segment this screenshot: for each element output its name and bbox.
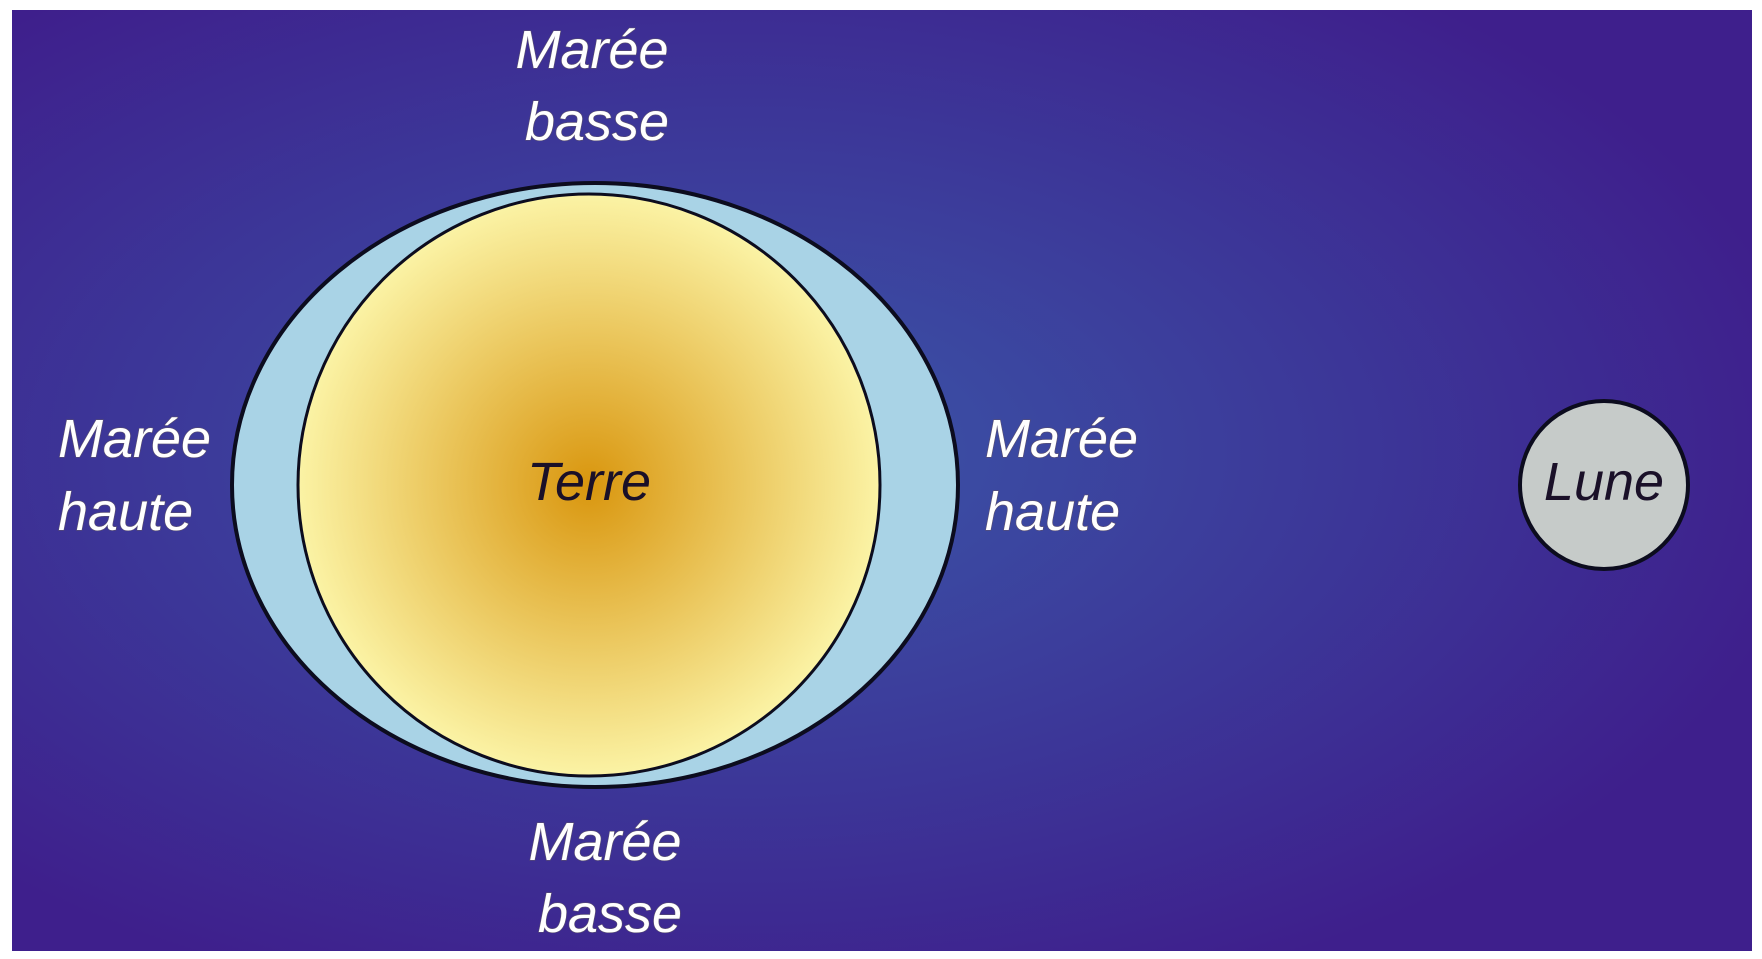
tide-bottom-label-line-1: Marée: [528, 812, 681, 872]
tide-left-label-line-2: haute: [58, 482, 193, 542]
earth-label: Terre: [527, 452, 651, 512]
tide-bottom-label-line-2: basse: [538, 884, 682, 944]
tide-top-label-line-1: Marée: [515, 20, 668, 80]
tide-top-label-line-2: basse: [525, 92, 669, 152]
tide-right-label-line-2: haute: [985, 482, 1120, 542]
moon-label: Lune: [1544, 452, 1664, 512]
tide-left-label-line-1: Marée: [58, 409, 211, 469]
tide-right-label-line-1: Marée: [985, 409, 1138, 469]
